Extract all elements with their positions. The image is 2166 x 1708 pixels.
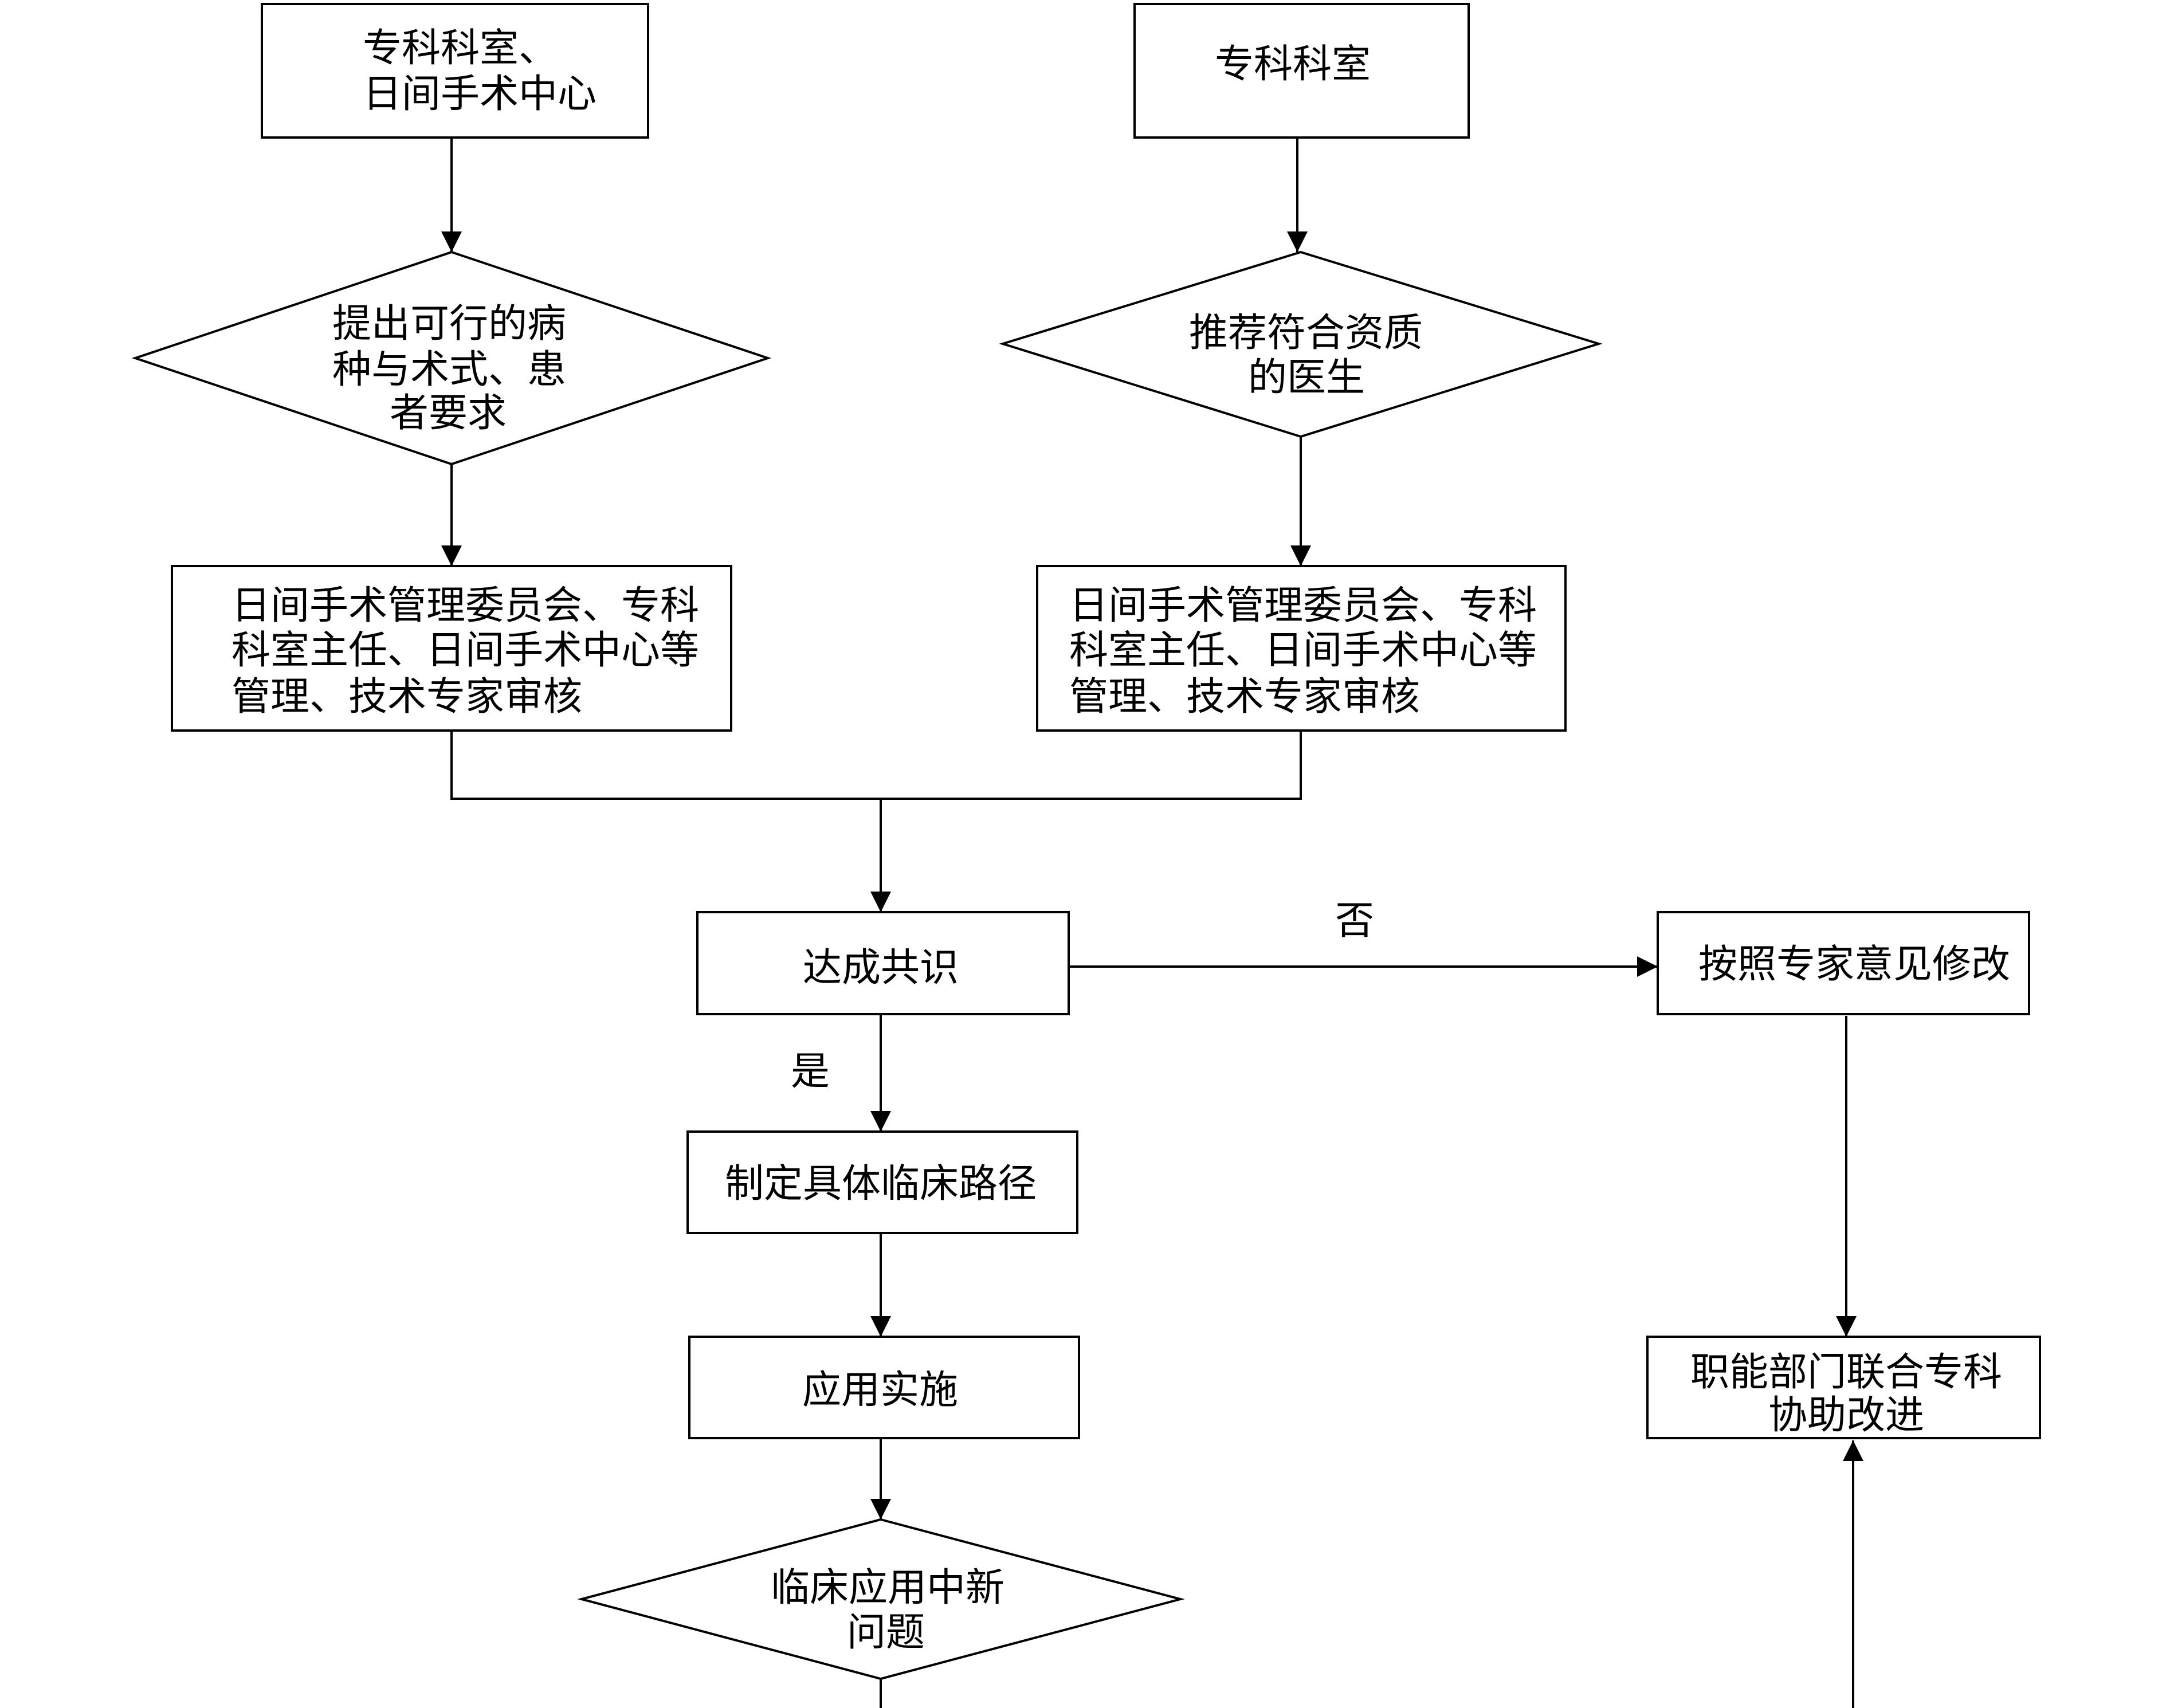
recommend-label: 推荐符合资质 的医生 bbox=[1189, 311, 1435, 401]
review-right-label: 日间手术管理委员会、专科 科室主任、日间手术中心等 管理、技术专家审核 bbox=[1069, 583, 1549, 720]
consensus-box bbox=[696, 911, 1070, 1015]
pathway-box bbox=[686, 1130, 1078, 1234]
node-labels: 专科科室、 日间手术中心 专科科室 提出可行的病 种与术式、患 者要求 推荐符合… bbox=[231, 26, 2015, 1655]
edge-new-issue-to-improve bbox=[880, 1440, 1863, 1708]
dept-box bbox=[1133, 3, 1470, 139]
edge-label-no: 否 bbox=[1335, 898, 1374, 944]
recommend-diamond bbox=[999, 250, 1603, 438]
new-issue-diamond bbox=[577, 1518, 1185, 1680]
dept-label: 专科科室 bbox=[1215, 42, 1371, 87]
new-issue-label: 临床应用中新 问题 bbox=[771, 1565, 1017, 1655]
revise-label: 按照专家意见修改 bbox=[1698, 942, 2010, 987]
review-left-label: 日间手术管理委员会、专科 科室主任、日间手术中心等 管理、技术专家审核 bbox=[231, 583, 712, 720]
edge-label-yes: 是 bbox=[791, 1049, 830, 1094]
propose-label: 提出可行的病 种与术式、患 者要求 bbox=[332, 301, 579, 436]
connectors bbox=[441, 138, 1863, 1708]
revise-box bbox=[1657, 911, 2030, 1015]
edge-reviews-merge bbox=[450, 731, 1302, 800]
consensus-label: 达成共识 bbox=[803, 945, 959, 991]
implement-label: 应用实施 bbox=[802, 1368, 958, 1413]
propose-diamond bbox=[131, 250, 772, 466]
edge-labels: 否 是 bbox=[791, 898, 1374, 1094]
review-left-box bbox=[171, 565, 732, 732]
improve-label: 职能部门联合专科 协助改进 bbox=[1690, 1350, 2015, 1438]
implement-box bbox=[688, 1336, 1080, 1439]
dept-center-box bbox=[261, 3, 649, 139]
review-right-box bbox=[1036, 565, 1567, 732]
dept-center-label: 专科科室、 日间手术中心 bbox=[363, 26, 597, 117]
pathway-label: 制定具体临床路径 bbox=[725, 1161, 1037, 1207]
improve-box bbox=[1646, 1336, 2041, 1439]
node-shapes bbox=[131, 3, 2041, 1680]
